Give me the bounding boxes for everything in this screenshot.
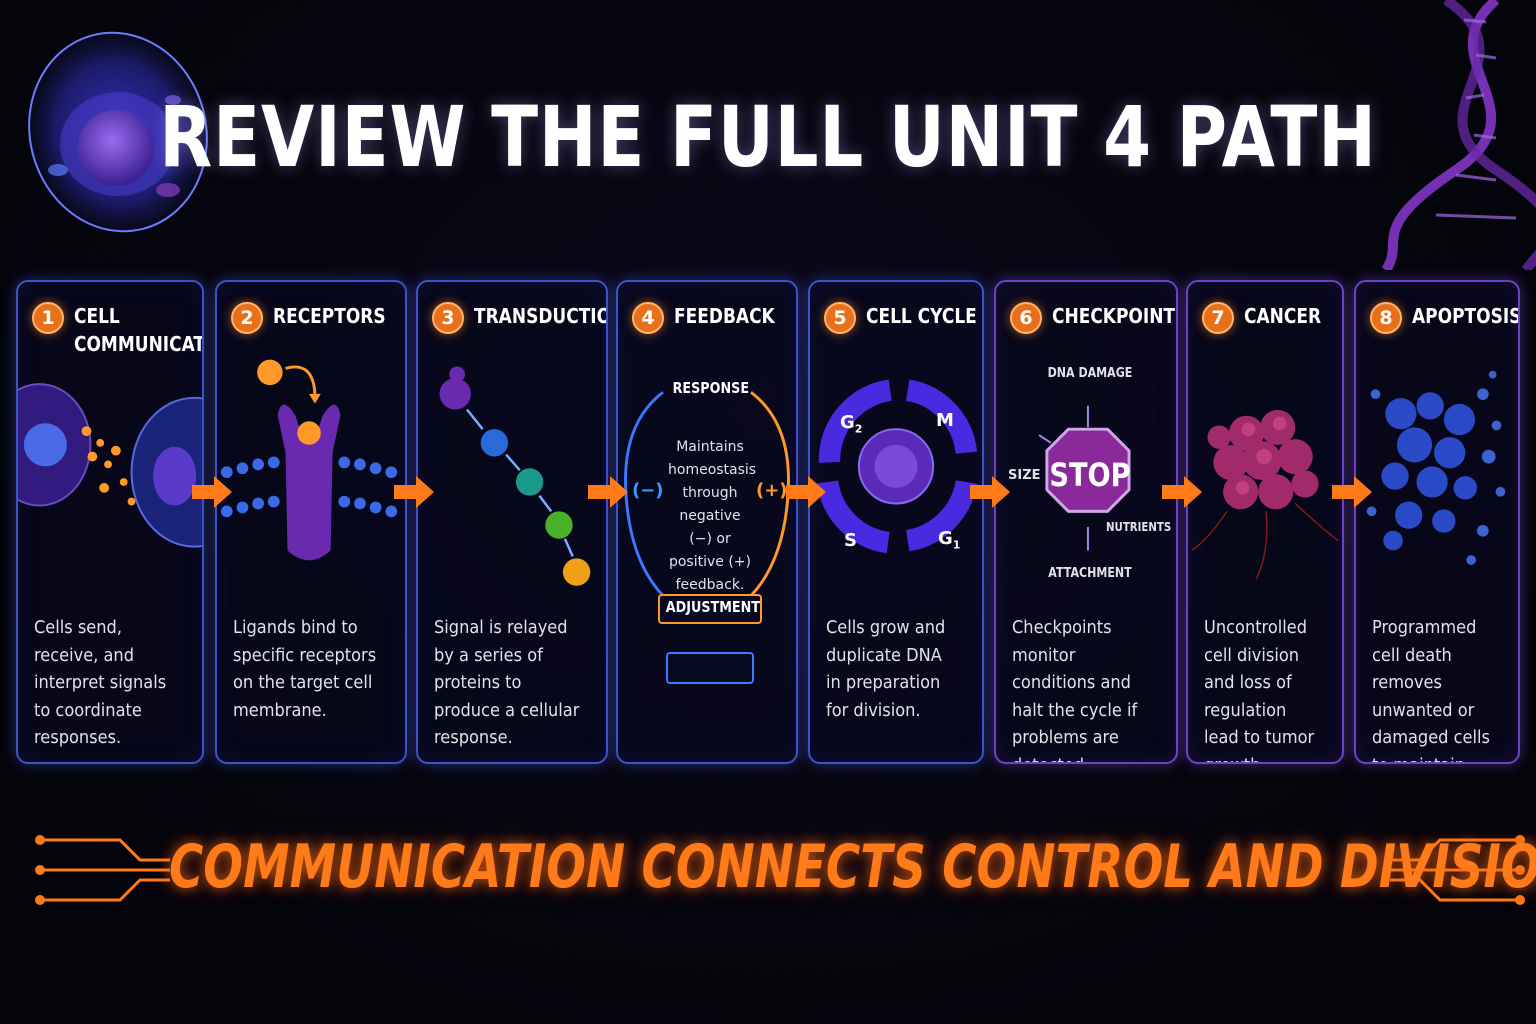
step-title: CANCER xyxy=(1244,304,1322,328)
apoptosis-illustration xyxy=(1366,370,1506,565)
step-description: Signal is relayed by a series of protein… xyxy=(434,617,580,748)
negative-feedback-label: (−) xyxy=(632,480,664,501)
circuit-decoration-left xyxy=(35,835,170,905)
positive-feedback-label: (+) xyxy=(756,480,788,501)
feedback-center-text: Maintains homeostasis through negative (… xyxy=(668,439,757,593)
cell-signaling-illustration xyxy=(18,383,202,548)
signal-cascade-illustration xyxy=(439,366,591,586)
tumor-illustration xyxy=(1191,409,1339,580)
step-number-badge: 6 xyxy=(1010,302,1042,334)
size-label: SIZE xyxy=(1008,468,1041,483)
step-card-apoptosis: 8 APOPTOSIS Programmed cell death remove… xyxy=(1354,280,1520,764)
step-title: APOPTOSIS xyxy=(1412,304,1520,328)
stop-sign-label: STOP xyxy=(1049,456,1131,494)
step-card-cell-communication: 1 CELL COMMUNICATION Cells send, receive… xyxy=(16,280,204,764)
cell-illustration xyxy=(28,31,208,233)
step-title: CELL CYCLE xyxy=(866,304,977,328)
stop-sign-illustration xyxy=(1038,405,1131,551)
phase-s-label: S xyxy=(844,530,857,551)
step-title: FEEDBACK xyxy=(674,304,775,328)
step-number-badge: 3 xyxy=(432,302,464,334)
step-description: Checkpoints monitor conditions and halt … xyxy=(1012,617,1138,762)
step-number-badge: 7 xyxy=(1202,302,1234,334)
step-card-cell-cycle: 5 CELL CYCLE G2 M S G1 Cells grow and du… xyxy=(808,280,984,764)
arrow-right-icon xyxy=(970,476,1010,508)
arrow-right-icon xyxy=(1332,476,1372,508)
nutrients-label: NUTRIENTS xyxy=(1106,520,1172,534)
arrow-right-icon xyxy=(588,476,628,508)
step-card-cancer: 7 CANCER Uncontrolled cell division and … xyxy=(1186,280,1344,764)
arrow-right-icon xyxy=(1162,476,1202,508)
step-description: Cells send, receive, and interpret signa… xyxy=(34,617,167,748)
dna-helix-illustration xyxy=(1381,0,1536,270)
step-card-receptors: 2 RECEPTORS Ligands bind to specific rec… xyxy=(215,280,407,764)
phase-m-label: M xyxy=(936,410,954,431)
step-number-badge: 2 xyxy=(231,302,263,334)
step-description: Uncontrolled cell division and loss of r… xyxy=(1204,617,1315,762)
response-box xyxy=(666,652,754,684)
step-number-badge: 4 xyxy=(632,302,664,334)
circuit-decoration-right xyxy=(1390,835,1525,905)
adjustment-box xyxy=(658,594,762,624)
step-card-checkpoints: 6 CHECKPOINTS STOP DNA DAMAGE SIZE NUTRI… xyxy=(994,280,1178,764)
tagline: COMMUNICATION CONNECTS CONTROL AND DIVIS… xyxy=(168,832,1536,902)
step-description: Ligands bind to specific receptors on th… xyxy=(233,617,377,721)
response-label: RESPONSE xyxy=(672,379,750,397)
step-number-badge: 1 xyxy=(32,302,64,334)
arrow-right-icon xyxy=(394,476,434,508)
step-card-feedback: 4 FEEDBACK RESPONSE ADJUSTMENT (−) (+) M… xyxy=(616,280,798,764)
phase-g2-label: G2 xyxy=(840,412,863,436)
arrow-right-icon xyxy=(192,476,232,508)
arrow-right-icon xyxy=(786,476,826,508)
page-title: REVIEW THE FULL UNIT 4 PATH xyxy=(159,88,1377,186)
step-card-transduction: 3 TRANSDUCTION Signal is relayed by a se… xyxy=(416,280,608,764)
step-number-badge: 5 xyxy=(824,302,856,334)
step-description: Cells grow and duplicate DNA in preparat… xyxy=(826,617,946,721)
step-title: CHECKPOINTS xyxy=(1052,304,1178,328)
receptor-illustration xyxy=(220,359,398,561)
step-title: RECEPTORS xyxy=(273,304,386,328)
adjustment-label: ADJUSTMENT xyxy=(665,598,761,616)
step-number-badge: 8 xyxy=(1370,302,1402,334)
phase-g1-label: G1 xyxy=(938,528,961,552)
step-description: Programmed cell death removes unwanted o… xyxy=(1372,617,1490,762)
dna-damage-label: DNA DAMAGE xyxy=(1047,366,1133,381)
step-title: TRANSDUCTION xyxy=(474,304,606,328)
attachment-label: ATTACHMENT xyxy=(1048,566,1132,581)
step-title: CELL COMMUNICATION xyxy=(74,304,204,356)
cell-cycle-illustration xyxy=(816,379,978,554)
